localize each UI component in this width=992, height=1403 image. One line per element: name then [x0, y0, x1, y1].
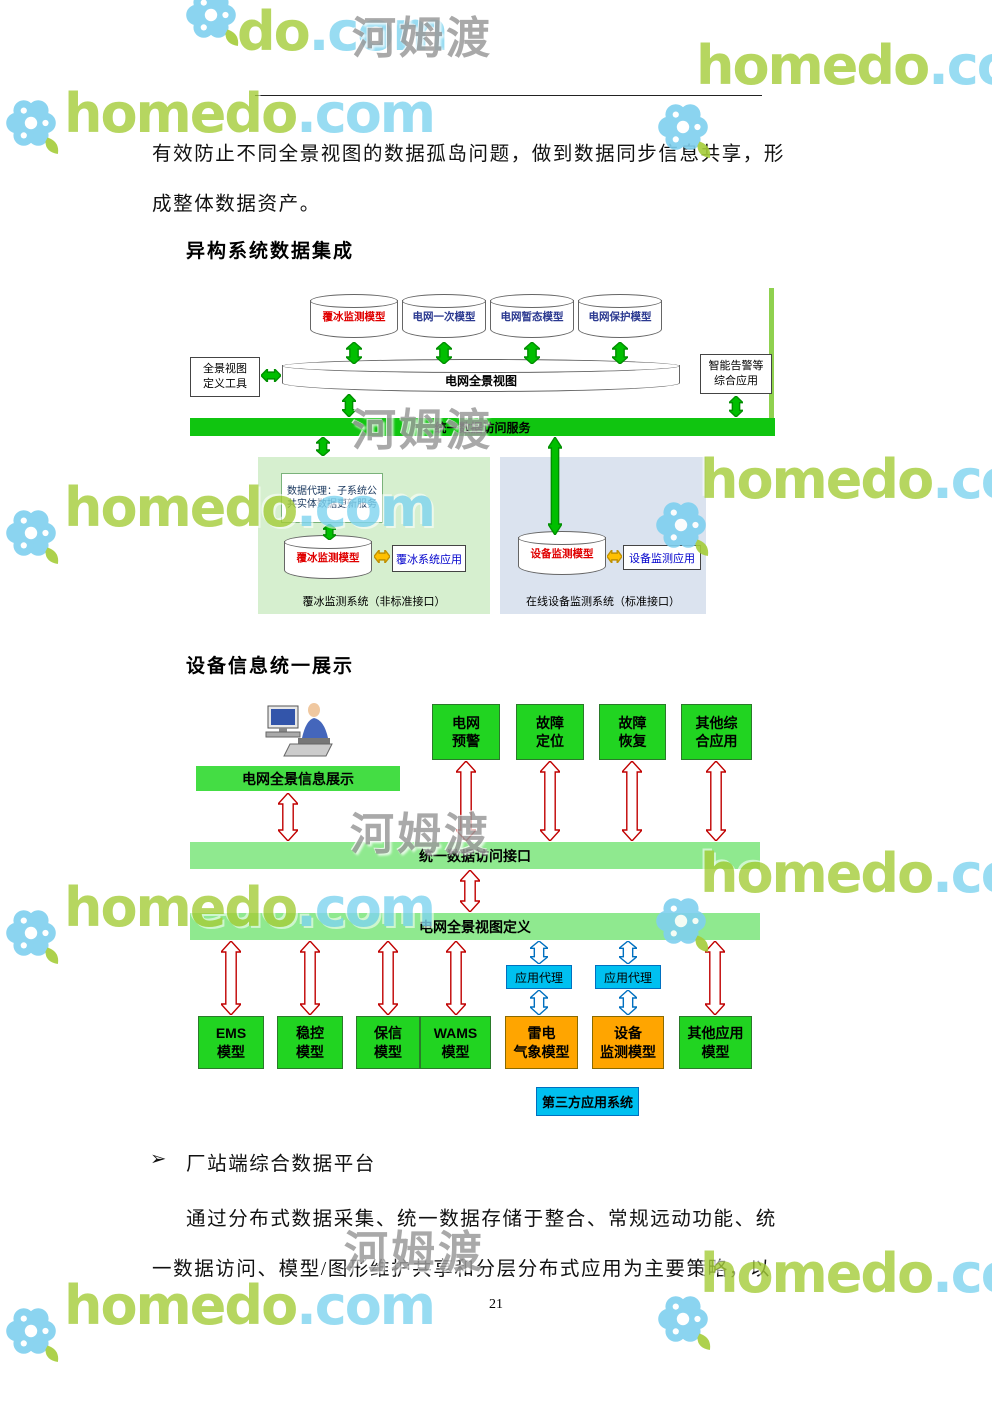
cylinder-icing-model: 覆冰监测模型: [310, 294, 398, 338]
device-subsystem-caption: 在线设备监测系统（标准接口）: [526, 596, 680, 608]
cylinder-label: 覆冰监测模型: [322, 311, 386, 323]
fault-recovery-box: 故障 恢复: [599, 704, 666, 760]
cylinder-device-monitor-model: 设备监测模型: [518, 531, 606, 575]
red-arrow: [446, 941, 466, 1015]
cylinder-label: 设备监测模型: [530, 548, 594, 560]
green-arrow: [346, 342, 362, 364]
watermark-brand-green: homedo: [696, 34, 930, 97]
cylinder-label: 覆冰监测模型: [296, 552, 360, 564]
watermark-brand-cyan: .com: [932, 448, 992, 511]
red-arrow: [622, 761, 642, 841]
cylinder-panorama-view: 电网全景视图: [282, 359, 680, 392]
green-arrow: [323, 524, 336, 540]
blue-arrow: [530, 941, 548, 964]
green-arrow: [729, 396, 743, 417]
flower-icon: [0, 902, 62, 969]
red-arrow: [460, 870, 480, 912]
red-arrow: [705, 941, 725, 1015]
panorama-info-display-bar: 电网全景信息展示: [196, 766, 400, 791]
icing-system-app-box: 覆冰系统应用: [392, 545, 466, 572]
flower-icon: [0, 502, 62, 569]
red-arrow: [706, 761, 726, 841]
third-party-system-box: 第三方应用系统: [536, 1087, 639, 1116]
flower-icon: [180, 0, 242, 51]
paragraph-1-line-2: 成整体数据资产。: [152, 194, 321, 215]
grid-warning-box: 电网 预警: [432, 704, 500, 760]
other-app-model-box: 其他应用 模型: [679, 1016, 752, 1069]
unified-data-access-service-bar: 统一数据访问服务: [190, 418, 775, 436]
panorama-definition-tool-box: 全景视图 定义工具: [190, 357, 260, 397]
homedo-watermark: do.com: [237, 0, 449, 63]
cylinder-label: 电网一次模型: [412, 311, 476, 323]
cylinder-protection-model: 电网保护模型: [578, 294, 662, 338]
watermark-brand-cyan: .com: [308, 0, 449, 63]
paragraph-1-line-1: 有效防止不同全景视图的数据孤岛问题，做到数据同步信息共享，形: [152, 144, 786, 165]
red-arrow: [456, 761, 476, 841]
homedo-watermark: homedo.com: [700, 448, 992, 511]
blue-arrow: [619, 941, 637, 964]
lightning-weather-model-box: 雷电 气象模型: [505, 1016, 578, 1069]
wams-model-box: WAMS 模型: [420, 1016, 491, 1069]
app-proxy-box: 应用代理: [506, 965, 572, 989]
device-monitor-model-box: 设备 监测模型: [592, 1016, 664, 1069]
watermark-brand-green: homedo: [64, 82, 298, 145]
header-rule: [255, 95, 762, 96]
app-proxy-box: 应用代理: [595, 965, 661, 989]
device-monitor-app-box: 设备监测应用: [623, 545, 701, 570]
green-arrow: [436, 342, 452, 364]
protection-info-model-box: 保信 模型: [356, 1016, 420, 1069]
green-arrow: [612, 342, 628, 364]
watermark-brand-cyan: .com: [928, 34, 992, 97]
yellow-arrow: [374, 550, 390, 563]
cylinder-label: 电网暂态模型: [500, 311, 564, 323]
heading-heterogeneous-integration: 异构系统数据集成: [186, 241, 355, 262]
paragraph-2-line-1: 通过分布式数据采集、统一数据存储于整合、常规远动功能、统: [186, 1209, 777, 1230]
green-arrow: [316, 437, 330, 456]
red-arrow: [221, 941, 241, 1015]
paragraph-2-line-2: 一数据访问、模型/图形维护共享和分层分布式应用为主要策略，以: [152, 1259, 771, 1280]
stability-control-model-box: 稳控 模型: [277, 1016, 343, 1069]
watermark-brand-cyan: .com: [932, 842, 992, 905]
fault-location-box: 故障 定位: [516, 704, 584, 760]
other-apps-box: 其他综 合应用: [681, 704, 752, 760]
icing-subsystem-caption: 覆冰监测系统（非标准接口）: [302, 596, 446, 608]
cylinder-icing-monitor-model: 覆冰监测模型: [284, 535, 372, 579]
unified-data-access-interface-bar: 统一数据访问接口: [190, 842, 760, 869]
cylinder-transient-model: 电网暂态模型: [490, 294, 574, 338]
watermark-brand-green: homedo: [700, 448, 934, 511]
green-arrow: [261, 369, 281, 382]
green-arrow: [342, 394, 356, 417]
green-arrow: [524, 342, 540, 364]
watermark-brand-green: do: [237, 0, 311, 63]
user-computer-icon: [262, 698, 334, 765]
panorama-view-definition-bar: 电网全景视图定义: [190, 913, 760, 940]
data-agent-box: 数据代理：子系统公共实体数据更新服务: [281, 473, 383, 523]
homedo-watermark: homedo.com: [64, 82, 436, 145]
ems-model-box: EMS 模型: [198, 1016, 264, 1069]
watermark-brand-cyan: .com: [296, 82, 436, 145]
cylinder-label: 电网保护模型: [588, 311, 652, 323]
heading-device-info-display: 设备信息统一展示: [186, 656, 355, 677]
red-arrow: [300, 941, 320, 1015]
hemudu-watermark: 河姆渡: [352, 13, 493, 64]
red-arrow: [540, 761, 560, 841]
red-arrow: [278, 793, 298, 841]
yellow-arrow: [607, 550, 622, 563]
page-number: 21: [489, 1297, 503, 1312]
bullet-glyph: ➢: [150, 1148, 168, 1170]
red-arrow: [378, 941, 398, 1015]
homedo-watermark: homedo.com: [696, 34, 992, 97]
cylinder-primary-model: 电网一次模型: [402, 294, 486, 338]
blue-arrow: [530, 990, 548, 1015]
intelligent-alarm-app-box: 智能告警等 综合应用: [700, 354, 772, 394]
flower-icon: [0, 92, 62, 159]
blue-arrow: [619, 990, 637, 1015]
cylinder-label: 电网全景视图: [444, 374, 517, 388]
green-arrow: [548, 437, 562, 535]
bullet-plant-station-platform: 厂站端综合数据平台: [186, 1154, 376, 1175]
watermark-brand-cyan: .com: [932, 1242, 992, 1305]
